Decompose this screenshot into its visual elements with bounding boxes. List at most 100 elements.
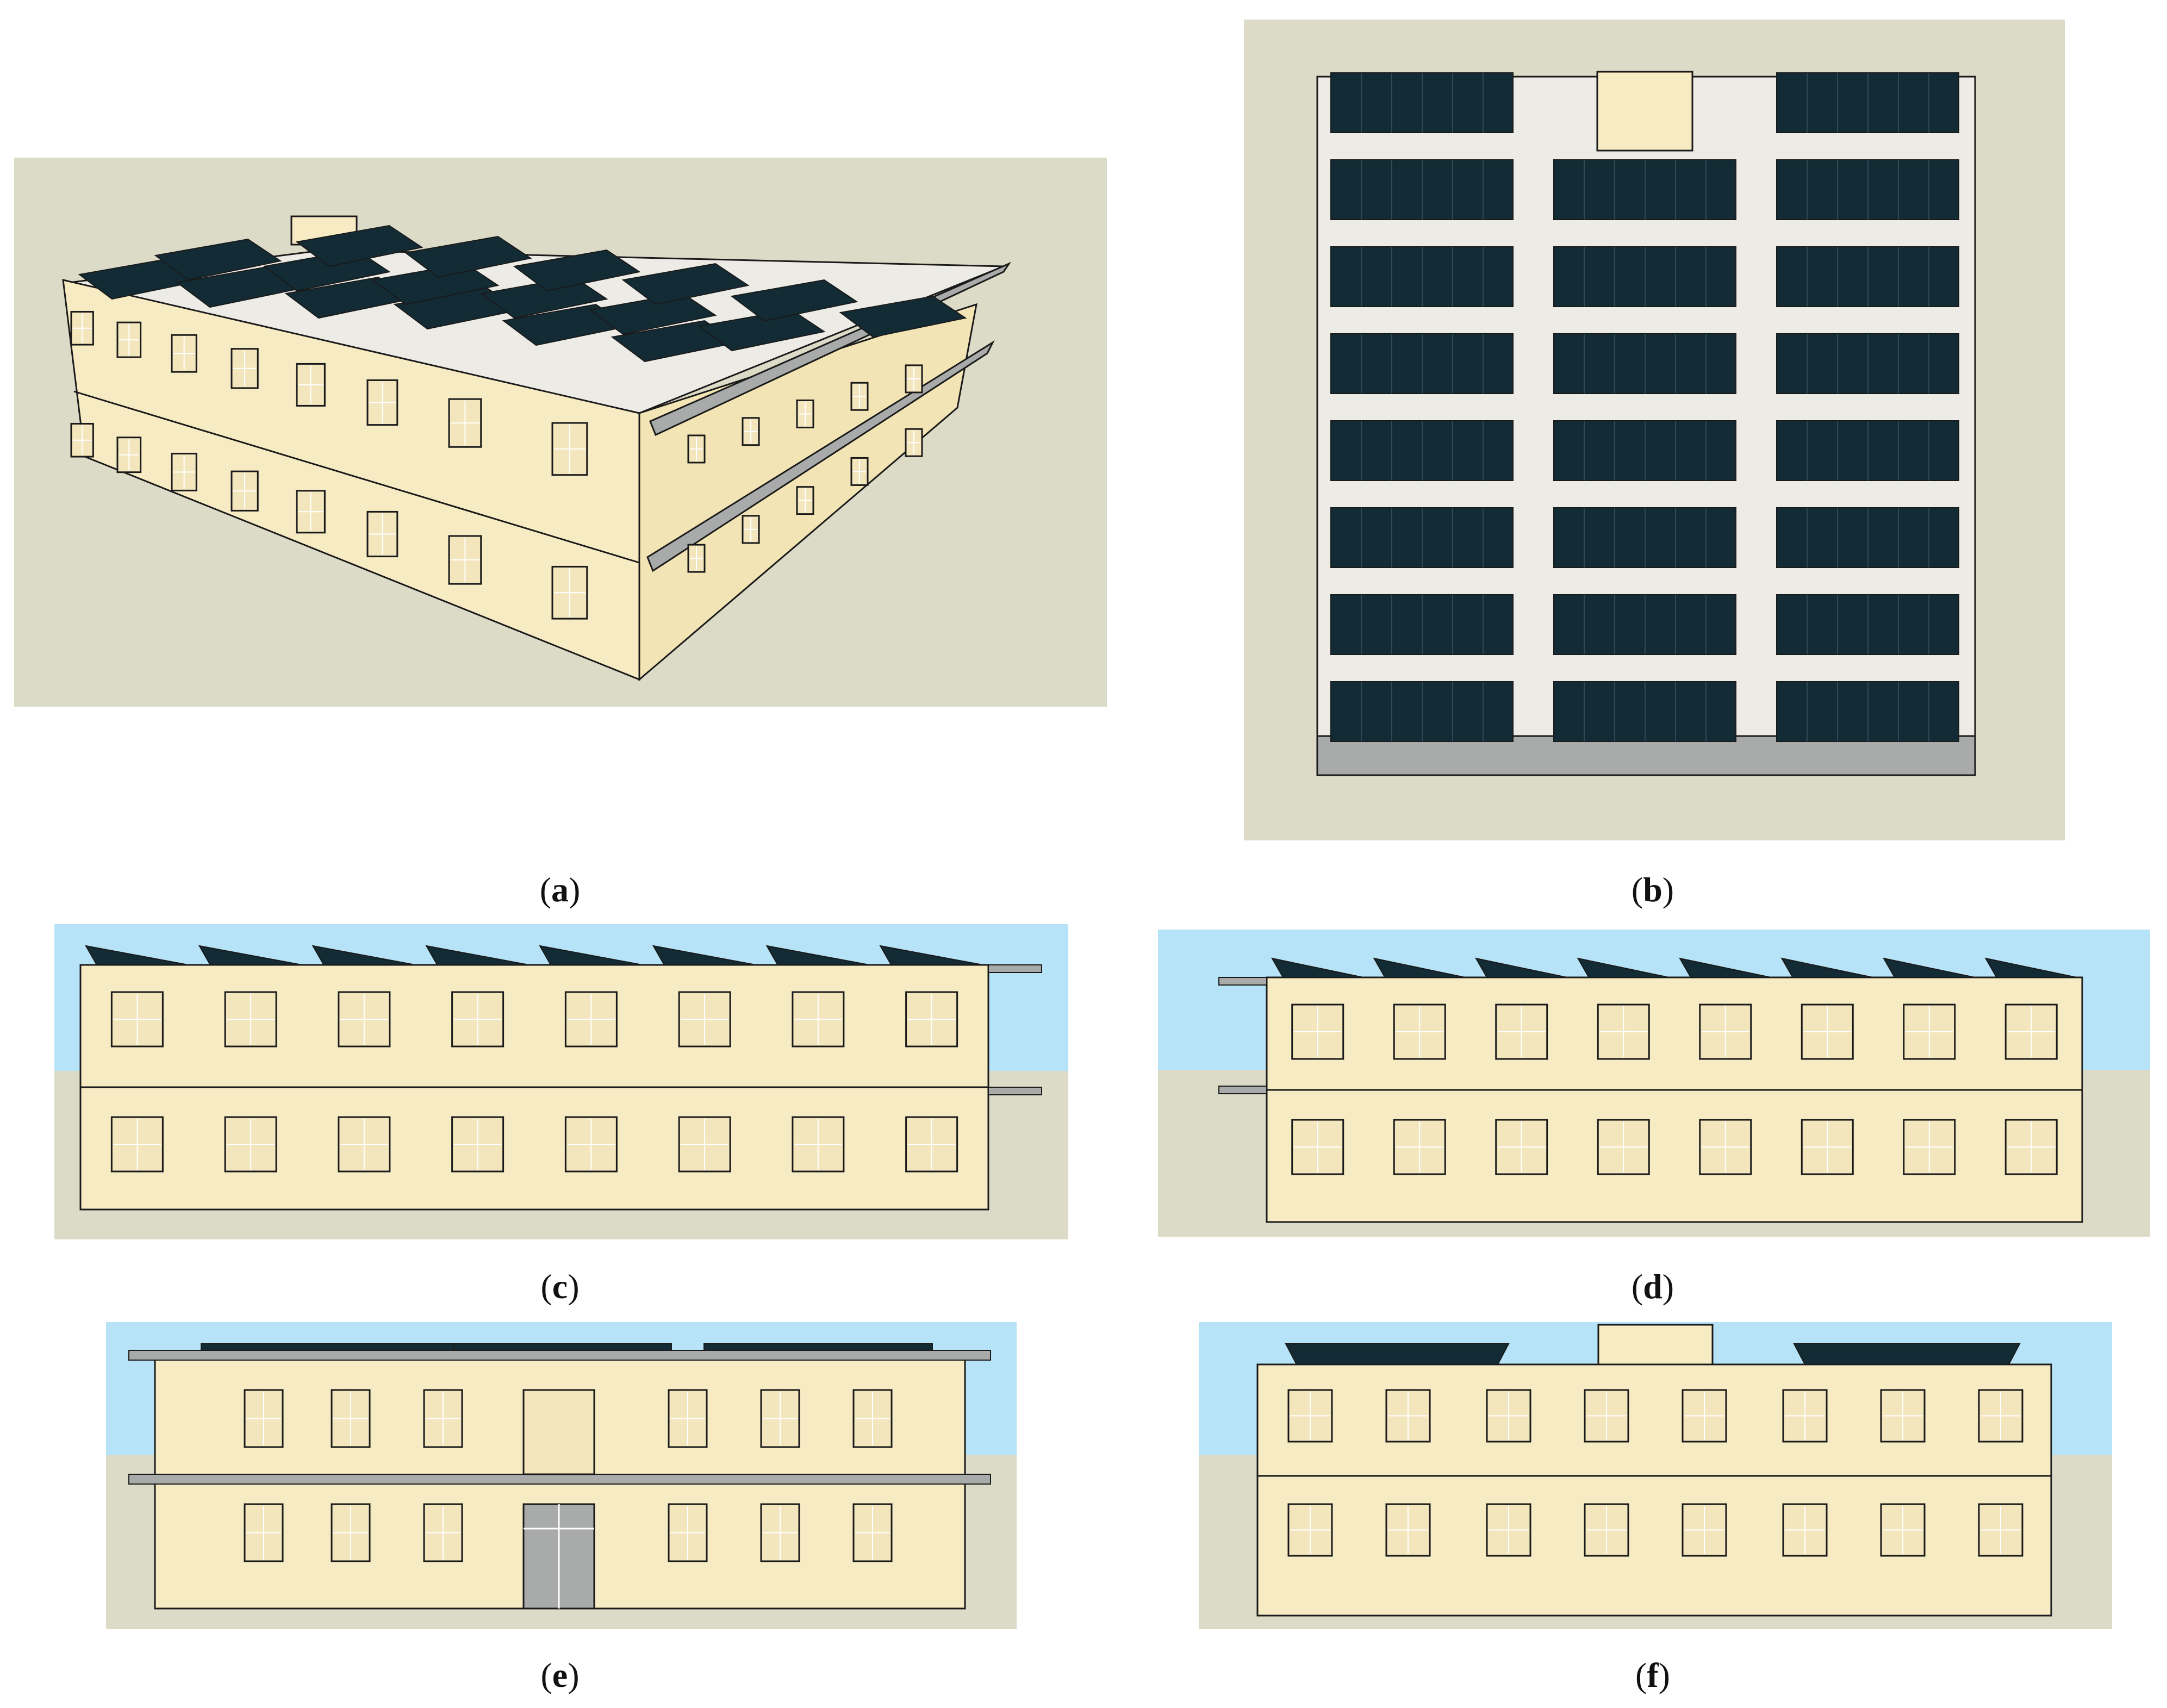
window — [551, 565, 588, 620]
solar-panel-row — [85, 945, 189, 965]
solar-panel-row — [1330, 681, 1514, 742]
window — [366, 510, 398, 558]
window — [231, 470, 259, 512]
solar-panel-row — [1984, 957, 2077, 978]
solar-panel-row — [1780, 957, 1873, 978]
solar-panel-array — [85, 945, 983, 965]
solar-panel-row — [201, 1343, 463, 1351]
window — [564, 991, 618, 1048]
solar-panel-row — [879, 945, 983, 965]
roof-edge-slab — [1316, 735, 1976, 776]
facade — [1266, 976, 2083, 1223]
roof-unit — [1596, 71, 1693, 152]
solar-panel-row — [1553, 246, 1736, 307]
solar-panel-row — [1373, 957, 1466, 978]
solar-panel-row — [1330, 594, 1514, 655]
entrance-upper — [522, 1389, 595, 1475]
solar-panel-row — [1553, 420, 1736, 481]
solar-panel-row — [1553, 681, 1736, 742]
window — [1584, 1503, 1629, 1557]
solar-panel-array — [1285, 1343, 2021, 1365]
window — [905, 364, 923, 394]
solar-panel-row — [1330, 159, 1514, 220]
floor-canopy — [128, 1474, 991, 1485]
window — [1801, 1119, 1854, 1175]
window — [678, 991, 731, 1048]
window — [1495, 1119, 1548, 1175]
window — [1978, 1503, 2023, 1557]
solar-panel-row — [404, 235, 532, 278]
window — [678, 1116, 731, 1173]
window — [1903, 1003, 1956, 1060]
solar-panel-row — [1330, 333, 1514, 394]
window — [116, 321, 142, 358]
window — [852, 1503, 893, 1562]
window — [905, 428, 923, 457]
window — [451, 1116, 505, 1173]
window — [224, 991, 277, 1048]
lower-canopy — [646, 340, 995, 572]
window — [331, 1503, 371, 1562]
window-set — [70, 310, 923, 620]
window — [796, 486, 814, 515]
window — [244, 1389, 284, 1448]
solar-panel-row — [1776, 681, 1959, 742]
window — [1287, 1503, 1333, 1557]
solar-panel-array — [201, 1343, 933, 1351]
upper-canopy — [988, 964, 1042, 973]
window-set — [1287, 1389, 2023, 1557]
window — [1584, 1389, 1629, 1443]
window — [338, 991, 391, 1048]
solar-panel-row — [1776, 333, 1959, 394]
caption-d: (d) — [1631, 1267, 1674, 1306]
window — [1287, 1389, 1333, 1443]
window — [850, 457, 869, 486]
window — [796, 399, 814, 428]
solar-panel-array — [78, 225, 967, 363]
lower-canopy — [988, 1087, 1042, 1095]
solar-panel-row — [1553, 159, 1736, 220]
window — [423, 1389, 463, 1448]
solar-panel-row — [1330, 420, 1514, 481]
window — [1385, 1389, 1431, 1443]
window — [244, 1503, 284, 1562]
window — [423, 1503, 463, 1562]
window — [742, 417, 760, 446]
window — [1699, 1119, 1752, 1175]
facade — [1256, 1363, 2052, 1617]
window — [338, 1116, 391, 1173]
window — [70, 422, 94, 458]
window — [70, 310, 94, 346]
solar-panel-row — [1553, 333, 1736, 394]
solar-panel-row — [1330, 246, 1514, 307]
window — [1782, 1503, 1828, 1557]
window — [110, 991, 164, 1048]
solar-panel-row — [1776, 420, 1959, 481]
window — [2004, 1119, 2058, 1175]
window — [1978, 1389, 2023, 1443]
window — [116, 437, 142, 473]
caption-f-letter: f — [1647, 1656, 1659, 1694]
solar-panel-row — [453, 1343, 672, 1351]
window — [1880, 1503, 1926, 1557]
window — [1880, 1389, 1926, 1443]
caption-a: (a) — [539, 870, 581, 909]
lower-canopy — [1218, 1086, 1267, 1094]
window — [1597, 1003, 1650, 1060]
window — [1597, 1119, 1650, 1175]
window — [2004, 1003, 2058, 1060]
solar-panel-row — [730, 279, 858, 322]
window — [687, 434, 706, 464]
solar-panel-row — [1577, 957, 1670, 978]
figure-d-elevation — [1158, 930, 2150, 1237]
window — [687, 544, 706, 573]
solar-panel-row — [513, 249, 641, 292]
window — [1801, 1003, 1854, 1060]
caption-e-letter: e — [552, 1656, 568, 1694]
floor-line — [73, 390, 640, 564]
window — [668, 1389, 708, 1448]
window-set — [1291, 1003, 2058, 1175]
window-set — [244, 1389, 893, 1562]
window — [224, 1116, 277, 1173]
window — [1486, 1389, 1531, 1443]
